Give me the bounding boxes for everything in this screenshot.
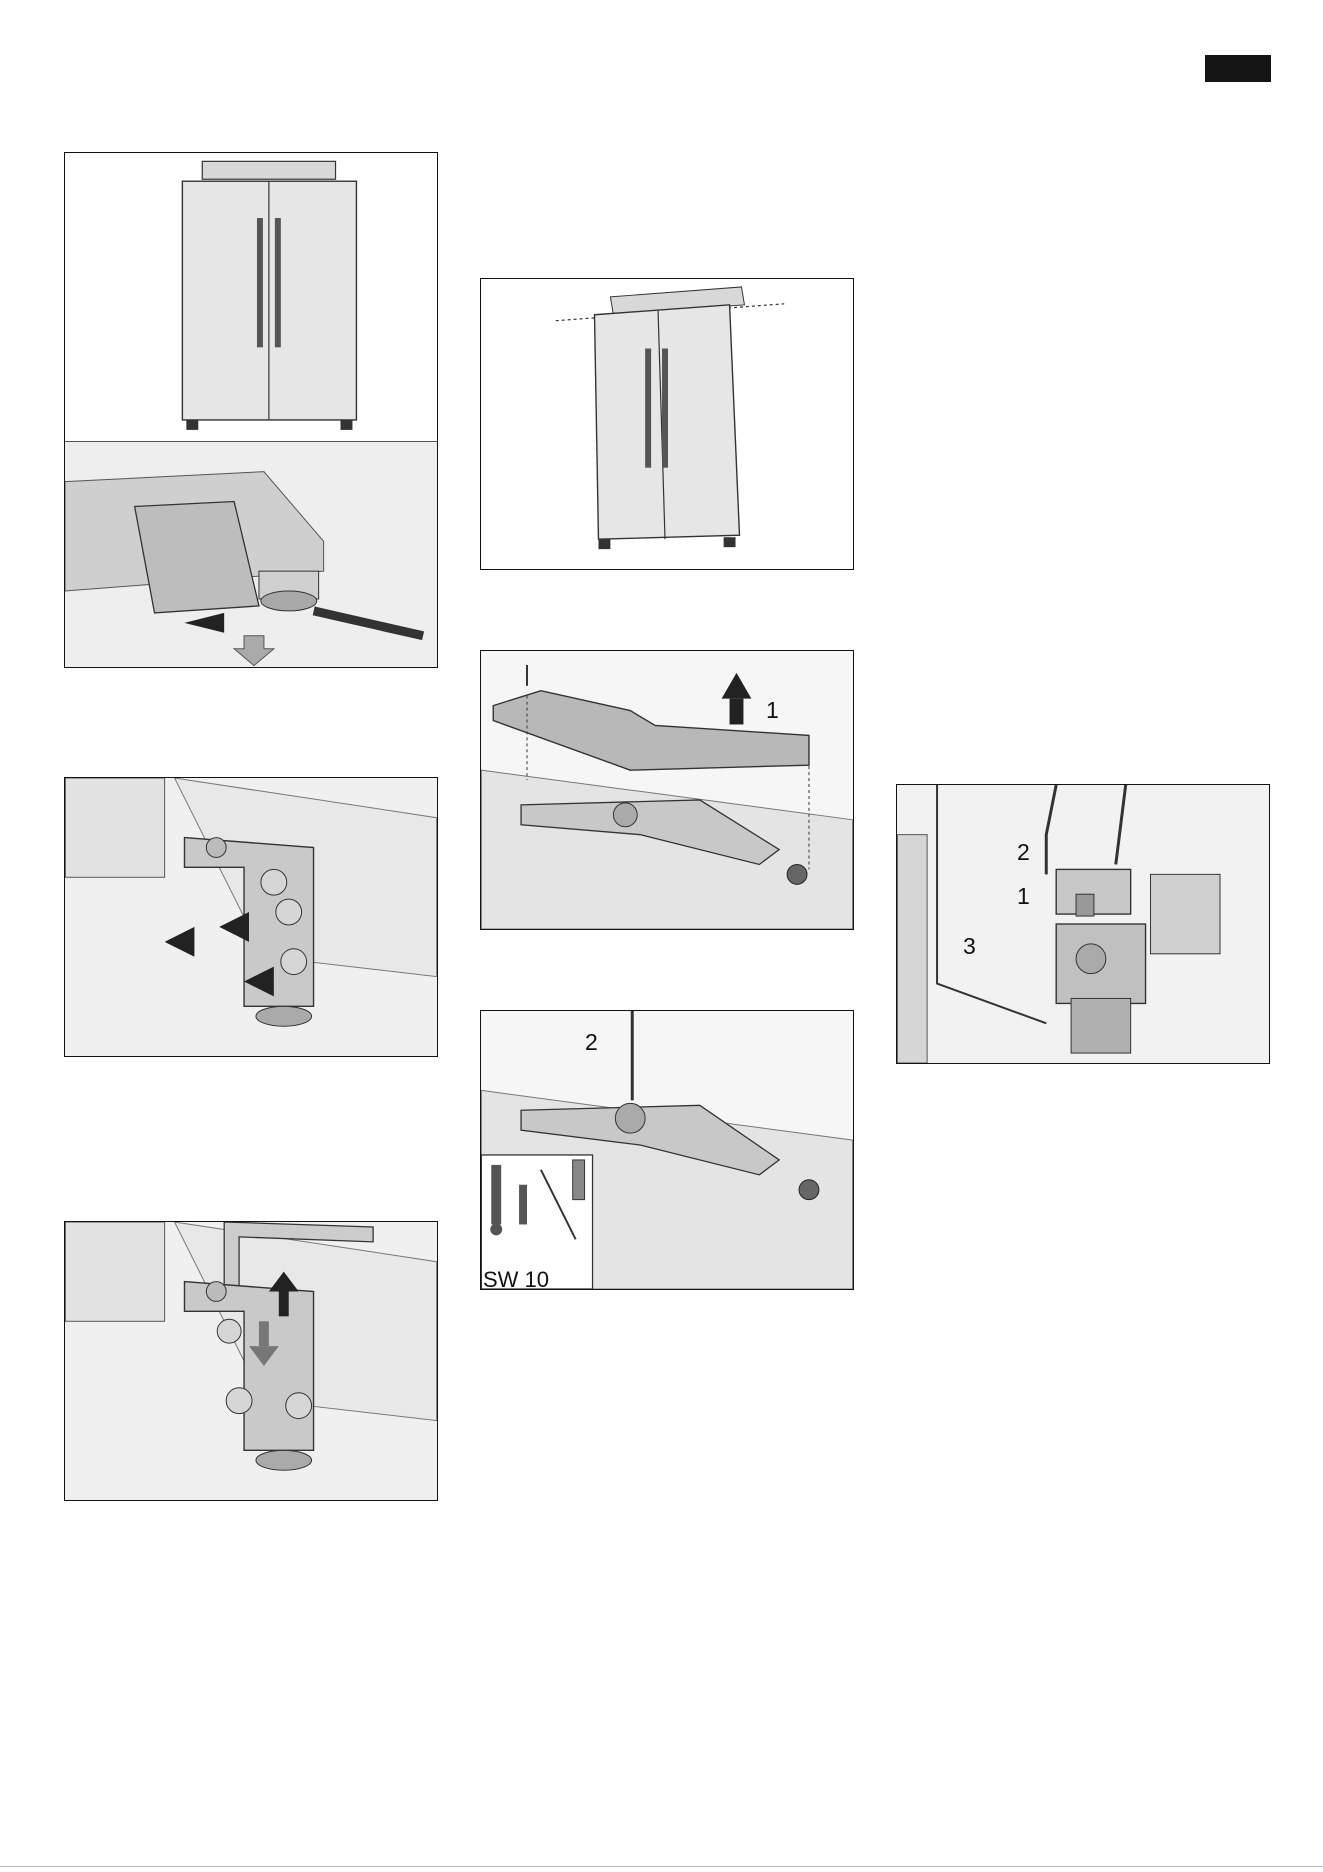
figure-water-valve: 2 1 3 [896, 784, 1270, 1064]
callout-valve-3: 3 [963, 935, 976, 958]
figure-hinge-screws [64, 777, 438, 1057]
callout-hinge-screw: 2 [585, 1031, 598, 1054]
water-valve-illustration [897, 785, 1269, 1063]
figure-hinge-screwdriver: 2 SW 10 [480, 1010, 854, 1290]
figure-hinge-adjust [64, 1221, 438, 1501]
hinge-screws-illustration [65, 778, 437, 1056]
section-tab-marker [1205, 55, 1271, 82]
hinge-adjust-illustration [65, 1222, 437, 1500]
callout-valve-2: 2 [1017, 841, 1030, 864]
figure-level-fridge [64, 152, 438, 668]
callout-hinge-cover: 1 [766, 699, 779, 722]
callout-valve-1: 1 [1017, 885, 1030, 908]
level-check-illustration [481, 279, 853, 569]
page-bottom-rule [0, 1866, 1323, 1867]
figure-level-check [480, 278, 854, 570]
fridge-level-illustration [65, 153, 437, 667]
figure-hinge-cover: 1 [480, 650, 854, 930]
hinge-screwdriver-illustration [481, 1011, 853, 1289]
tool-size-label: SW 10 [483, 1267, 549, 1290]
hinge-cover-illustration [481, 651, 853, 929]
